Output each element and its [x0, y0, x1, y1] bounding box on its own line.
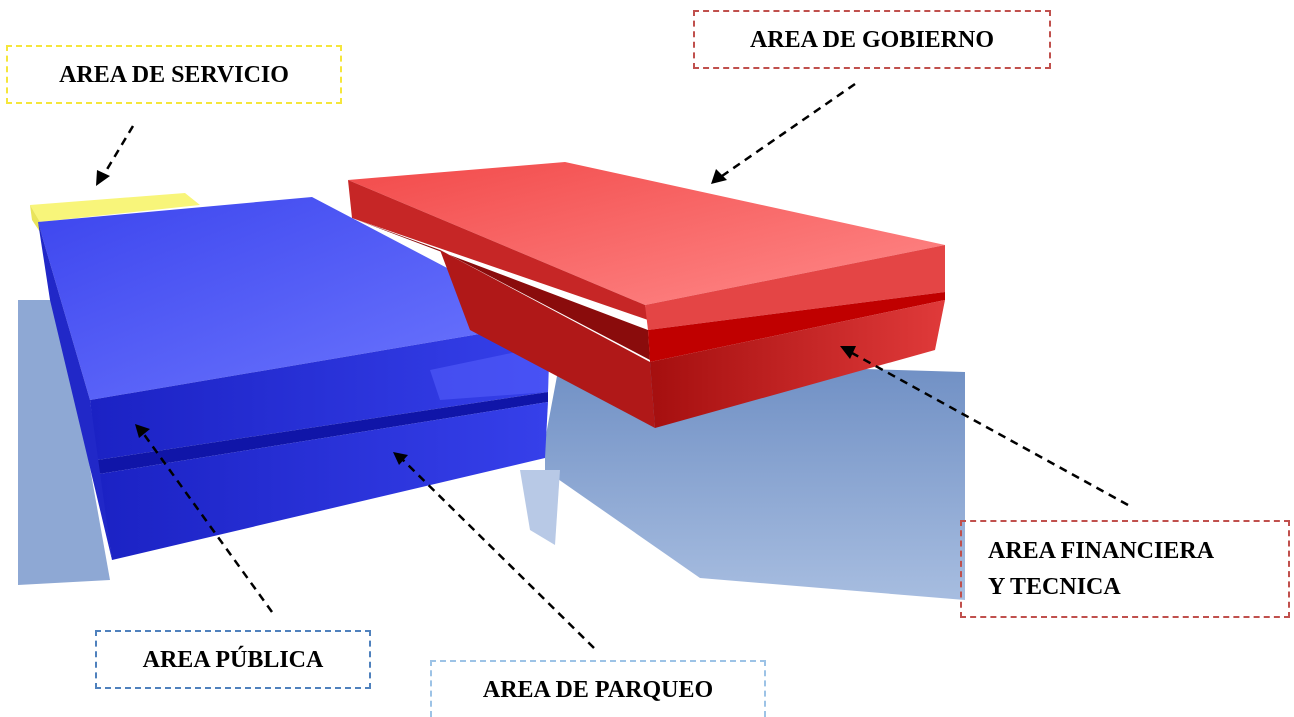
- label-area-publica-text: AREA PÚBLICA: [142, 646, 324, 673]
- label-area-financiera: AREA FINANCIERA Y TECNICA: [960, 520, 1290, 618]
- label-area-gobierno: AREA DE GOBIERNO: [693, 10, 1051, 69]
- label-area-financiera-line1: AREA FINANCIERA: [988, 538, 1215, 564]
- label-area-parqueo: AREA DE PARQUEO: [430, 660, 766, 717]
- arrow-servicio: [101, 125, 135, 177]
- label-area-financiera-line2: Y TECNICA: [988, 574, 1121, 600]
- arrow-gobierno: [721, 82, 856, 178]
- label-area-parqueo-text: AREA DE PARQUEO: [482, 676, 714, 703]
- label-area-gobierno-text: AREA DE GOBIERNO: [749, 26, 995, 53]
- leader-arrows: [101, 82, 1129, 649]
- arrow-financiera: [851, 351, 1129, 507]
- government-block: [348, 162, 945, 428]
- label-area-servicio: AREA DE SERVICIO: [6, 45, 342, 104]
- label-area-publica: AREA PÚBLICA: [95, 630, 371, 689]
- public-block: [38, 197, 550, 560]
- arrowheads: [96, 169, 856, 465]
- arrow-publica: [141, 432, 274, 613]
- arrow-parqueo: [402, 459, 595, 649]
- label-area-servicio-text: AREA DE SERVICIO: [59, 61, 289, 88]
